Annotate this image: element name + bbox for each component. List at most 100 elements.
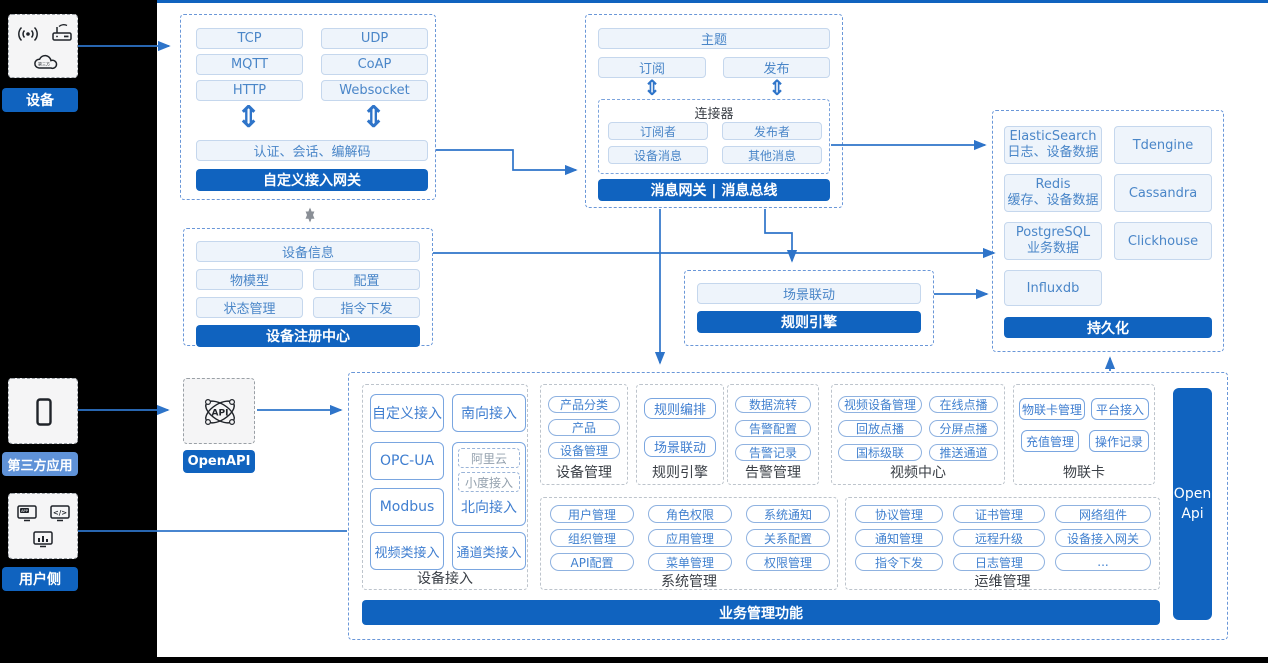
subscribe-pill: 订阅: [598, 57, 706, 78]
db-desc: 日志、设备数据: [1007, 145, 1099, 160]
db-name: Redis: [1035, 177, 1071, 192]
db-postgresql: PostgreSQL 业务数据: [1004, 222, 1102, 260]
device-access-label: 设备接入: [417, 571, 473, 587]
device-mgmt-pill: 设备管理: [548, 442, 620, 459]
db-desc: 缓存、设备数据: [1007, 193, 1099, 208]
rule-engine-label: 规则引擎: [652, 465, 708, 481]
persistence-box: [992, 110, 1224, 352]
updown-arrow-icon: ⇕: [643, 76, 661, 100]
system-mgmt-label: 系统管理: [661, 574, 717, 590]
cloud-icon: 第三方: [31, 53, 59, 75]
ops-mgmt-label: 运维管理: [974, 574, 1031, 590]
remote-upgrade-pill: 远程升级: [953, 529, 1045, 547]
command-pill: 指令下发: [313, 297, 420, 318]
topic-pill: 主题: [598, 28, 830, 49]
rule-orchestration-pill: 规则编排: [644, 398, 716, 419]
operation-record-pill: 操作记录: [1089, 430, 1149, 452]
custom-access-pill: 自定义接入: [370, 394, 444, 432]
scene-linkage-pill2: 场景联动: [644, 436, 716, 457]
menu-mgmt-pill: 菜单管理: [648, 553, 732, 571]
rule-engine-box: [684, 270, 934, 346]
device-mgmt-label: 设备管理: [556, 465, 612, 481]
connector-box: [598, 99, 830, 174]
db-tdengine: Tdengine: [1114, 126, 1212, 164]
updown-arrow-icon: ⇕: [361, 100, 387, 135]
video-device-mgmt-pill: 视频设备管理: [838, 396, 922, 413]
product-category-pill: 产品分类: [548, 396, 620, 413]
cert-mgmt-pill: 证书管理: [953, 505, 1045, 523]
protocol-pill-websocket: Websocket: [321, 80, 428, 101]
platform-access-pill: 平台接入: [1091, 398, 1149, 420]
user-side-label: 用户侧: [2, 567, 78, 591]
protocol-pill-http: HTTP: [196, 80, 303, 101]
data-flow-pill: 数据流转: [735, 396, 811, 413]
device-icons-box: 第三方: [8, 14, 78, 78]
channel-access-pill: 通道类接入: [452, 532, 526, 570]
alarm-label: 告警管理: [745, 465, 801, 481]
user-side-icons-box: APP </>: [8, 493, 78, 559]
svg-text:</>: </>: [53, 509, 67, 517]
device-label: 设备: [2, 88, 78, 112]
network-component-pill: 网络组件: [1055, 505, 1151, 523]
updown-arrow-icon: ⇕: [768, 76, 786, 100]
aliyun-pill: 阿里云: [458, 448, 520, 468]
svg-text:第三方: 第三方: [38, 61, 50, 67]
router-icon: [49, 23, 75, 47]
split-screen-pill: 分屏点播: [929, 420, 998, 437]
gateway-box: [180, 14, 436, 200]
rule-engine-title-bar: 规则引擎: [697, 311, 921, 333]
publisher-pill: 发布者: [722, 122, 822, 140]
org-mgmt-pill: 组织管理: [550, 529, 634, 547]
log-mgmt-pill: 日志管理: [953, 553, 1045, 571]
playback-pill: 回放点播: [838, 420, 922, 437]
db-name: PostgreSQL: [1015, 225, 1091, 240]
db-clickhouse: Clickhouse: [1114, 222, 1212, 260]
user-mgmt-pill: 用户管理: [550, 505, 634, 523]
protocol-pill-udp: UDP: [321, 28, 428, 49]
third-party-icons-box: [8, 378, 78, 444]
db-redis: Redis 缓存、设备数据: [1004, 174, 1102, 212]
video-center-label: 视频中心: [890, 465, 946, 481]
subscriber-pill: 订阅者: [608, 122, 708, 140]
device-gateway-pill: 设备接入网关: [1055, 529, 1151, 547]
open-api-vertical-bar: Open Api: [1173, 388, 1212, 620]
more-pill: ...: [1055, 553, 1151, 571]
gb-cascade-pill: 国标级联: [838, 444, 922, 461]
db-desc: 业务数据: [1026, 241, 1079, 256]
protocol-mgmt-pill: 协议管理: [855, 505, 943, 523]
db-name: ElasticSearch: [1009, 129, 1097, 144]
openapi-atom-icon: API: [198, 390, 242, 438]
bottom-border: [0, 657, 1268, 663]
protocol-pill-coap: CoAP: [321, 54, 428, 75]
recharge-mgmt-pill: 充值管理: [1021, 430, 1079, 452]
role-perm-pill: 角色权限: [648, 505, 732, 523]
product-pill: 产品: [548, 419, 620, 436]
registry-title-bar: 设备注册中心: [196, 325, 420, 347]
openapi-label: OpenAPI: [183, 450, 255, 473]
southbound-pill: 南向接入: [452, 394, 526, 432]
chart-icon: [32, 530, 54, 552]
online-play-pill: 在线点播: [929, 396, 998, 413]
updown-arrow-icon: ⇕: [236, 100, 262, 135]
iot-card-label: 物联卡: [1063, 465, 1105, 481]
publish-pill: 发布: [723, 57, 830, 78]
persistence-title-bar: 持久化: [1004, 317, 1212, 338]
device-message-pill: 设备消息: [608, 146, 708, 164]
protocol-pill-tcp: TCP: [196, 28, 303, 49]
notice-mgmt-pill: 通知管理: [855, 529, 943, 547]
code-icon: </>: [49, 504, 71, 526]
third-party-label: 第三方应用: [2, 452, 78, 476]
db-elasticsearch: ElasticSearch 日志、设备数据: [1004, 126, 1102, 164]
api-config-pill: API配置: [550, 553, 634, 571]
other-message-pill: 其他消息: [722, 146, 822, 164]
db-cassandra: Cassandra: [1114, 174, 1212, 212]
openapi-icon-box: API: [183, 378, 255, 444]
gateway-title-bar: 自定义接入网关: [196, 169, 428, 191]
xiaodu-pill: 小度接入: [458, 472, 520, 492]
scene-linkage-pill: 场景联动: [697, 283, 921, 304]
relation-config-pill: 关系配置: [746, 529, 830, 547]
app-mgmt-pill: 应用管理: [648, 529, 732, 547]
northbound-label: 北向接入: [461, 500, 517, 516]
message-bus-title-bar: 消息网关 | 消息总线: [598, 179, 830, 201]
